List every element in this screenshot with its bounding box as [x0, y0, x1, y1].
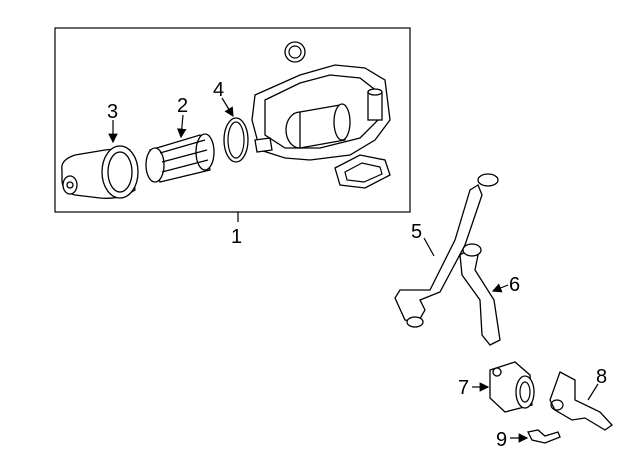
- callout-9: 9: [496, 429, 507, 451]
- callout-6: 6: [509, 274, 520, 296]
- part-6-hose[interactable]: [459, 243, 501, 346]
- arrow-2: [176, 114, 187, 139]
- callout-7: 7: [458, 377, 469, 399]
- part-9-clamp[interactable]: [527, 429, 561, 444]
- arrow-6: [491, 283, 509, 293]
- callout-4: 4: [213, 79, 224, 101]
- part-7-pump[interactable]: [489, 361, 535, 413]
- part-3-filter-cap[interactable]: [61, 145, 139, 199]
- part-8-bracket[interactable]: [549, 371, 613, 431]
- assembly-box: [54, 27, 411, 213]
- part-5-hose[interactable]: [394, 173, 499, 328]
- callout-1: 1: [231, 226, 242, 248]
- callout-2: 2: [177, 95, 188, 117]
- leader-8: [587, 383, 599, 401]
- leader-5: [423, 237, 435, 257]
- callout-3: 3: [107, 101, 118, 123]
- callout-5: 5: [411, 221, 422, 243]
- arrow-4: [221, 97, 234, 118]
- part-4-o-ring[interactable]: [223, 117, 249, 163]
- part-1-housing-assembly[interactable]: [251, 41, 391, 189]
- callout-8: 8: [596, 366, 607, 388]
- part-2-filter-element[interactable]: [145, 133, 215, 183]
